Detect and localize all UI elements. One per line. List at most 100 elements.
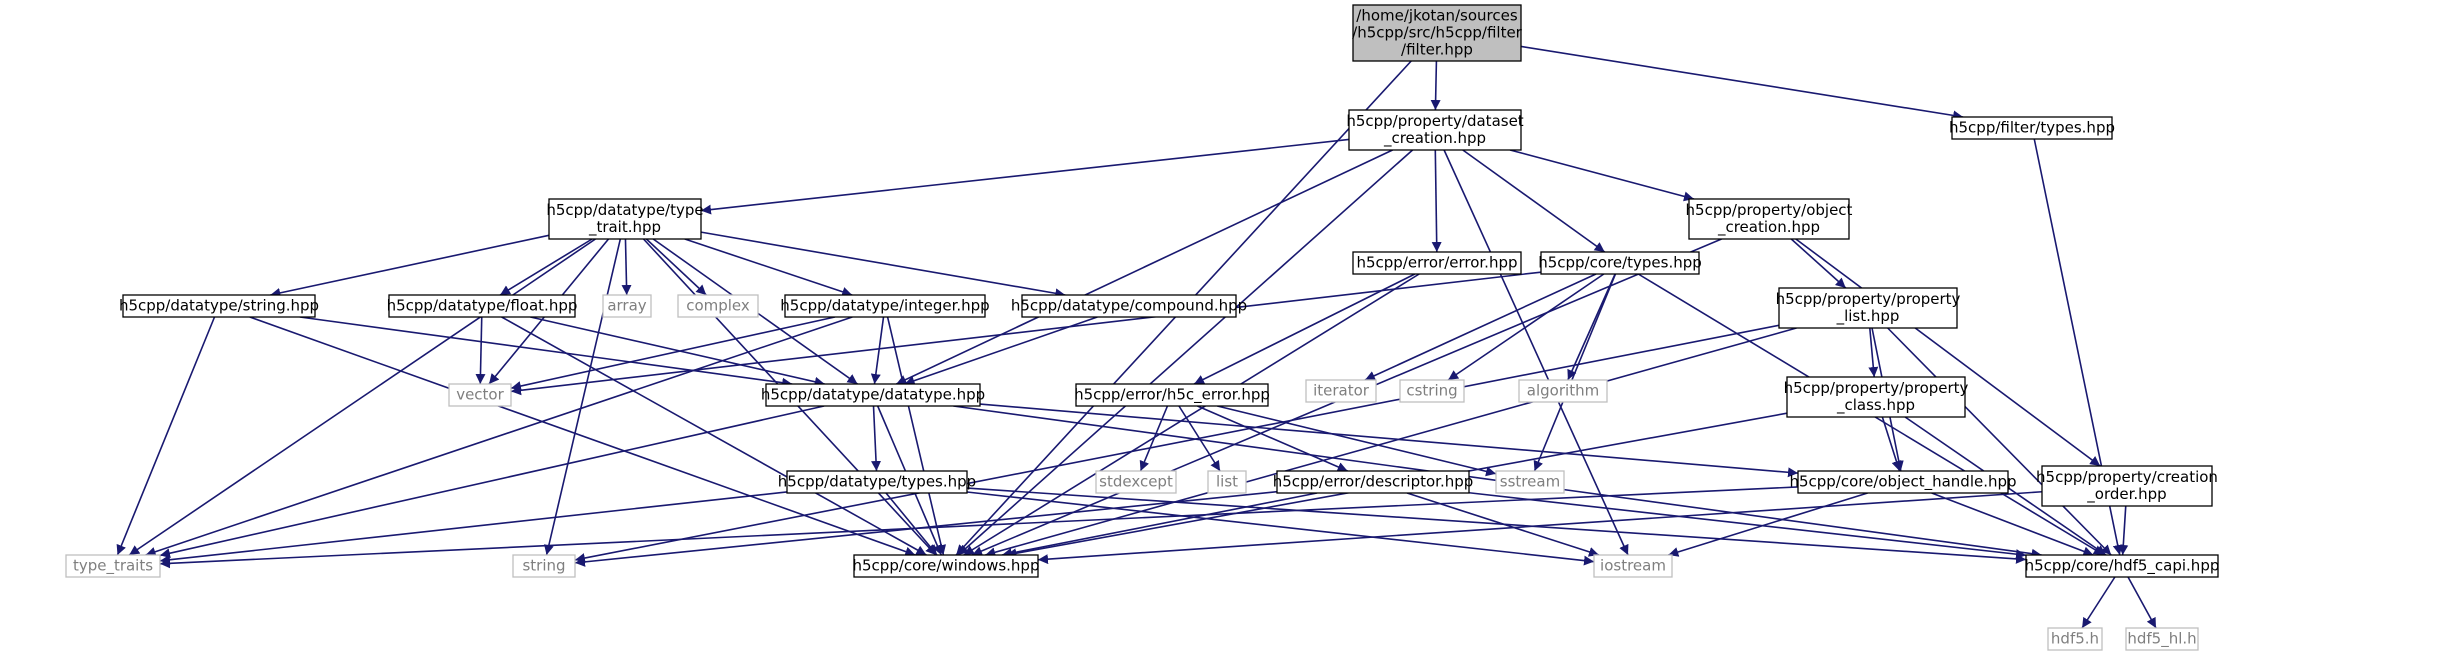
- node-box: [1786, 376, 1966, 418]
- node-dt-float[interactable]: h5cpp/datatype/float.hpp: [387, 294, 578, 318]
- node-root[interactable]: /home/jkotan/sources/h5cpp/src/h5cpp/fil…: [1352, 4, 1523, 62]
- edge-dataset_creation-to-dt_datatype: [895, 149, 1393, 385]
- edge-object_creation-to-property_list: [1790, 238, 1847, 289]
- node-label: h5cpp/error/descriptor.hpp: [1273, 473, 1474, 491]
- node-label: _creation.hpp: [1383, 129, 1486, 148]
- node-descriptor[interactable]: h5cpp/error/descriptor.hpp: [1273, 470, 1474, 494]
- node-label: h5cpp/core/hdf5_capi.hpp: [2025, 557, 2220, 576]
- edge-object_handle-to-hdf5_capi: [1931, 492, 2094, 557]
- node-creation-order[interactable]: h5cpp/property/creation_order.hpp: [2036, 465, 2218, 507]
- edge-root-to-dataset_creation: [1430, 60, 1441, 111]
- edge-dataset_creation-to-windows: [957, 149, 1414, 556]
- node-label: /home/jkotan/sources: [1356, 7, 1518, 25]
- node-label: /h5cpp/src/h5cpp/filter: [1352, 24, 1523, 42]
- edge-error_error-to-h5c_error: [1193, 273, 1416, 385]
- edge-hdf5_capi-to-hdf5_hl_h: [2127, 576, 2157, 629]
- edge-dt_float-to-vector: [475, 316, 486, 385]
- edge-creation_order-to-hdf5_capi: [2118, 505, 2129, 556]
- node-label: h5cpp/datatype/type: [546, 201, 703, 219]
- edge-hdf5_capi-to-hdf5_h: [2081, 576, 2116, 629]
- edge-dt_string-to-type_traits: [116, 316, 216, 556]
- node-box: [677, 294, 759, 318]
- edge-type_trait-to-array: [621, 238, 632, 296]
- edge-dt_types-to-iostream: [966, 491, 1595, 566]
- edge-dt_float-to-dt_datatype: [530, 316, 825, 387]
- node-windows[interactable]: h5cpp/core/windows.hpp: [853, 554, 1040, 578]
- edge-root-to-filter_types: [1520, 45, 1964, 121]
- node-h5c-error[interactable]: h5cpp/error/h5c_error.hpp: [1074, 383, 1270, 407]
- nodes-layer: /home/jkotan/sources/h5cpp/src/h5cpp/fil…: [65, 4, 2220, 651]
- node-box: [122, 294, 316, 318]
- node-label: _order.hpp: [2086, 485, 2166, 504]
- node-filter-types[interactable]: h5cpp/filter/types.hpp: [1949, 116, 2115, 140]
- node-object-creation[interactable]: h5cpp/property/object_creation.hpp: [1686, 198, 1853, 240]
- node-box: [1778, 287, 1958, 329]
- node-dt-integer[interactable]: h5cpp/datatype/integer.hpp: [780, 294, 990, 318]
- node-label: h5cpp/error/error.hpp: [1356, 254, 1517, 272]
- edge-dt_datatype-to-dt_types: [871, 405, 882, 472]
- edge-core_types-to-algorithm: [1567, 273, 1616, 381]
- edge-h5c_error-to-stdexcept: [1139, 405, 1169, 472]
- node-dataset-creation[interactable]: h5cpp/property/dataset_creation.hpp: [1346, 109, 1524, 151]
- node-box: [1095, 470, 1177, 494]
- node-box: [1348, 109, 1522, 151]
- edge-type_trait-to-dt_float: [499, 238, 593, 296]
- edge-dt_compound-to-dt_datatype: [904, 316, 1098, 386]
- node-label: complex: [686, 297, 750, 315]
- node-label: _class.hpp: [1836, 396, 1915, 415]
- edge-descriptor-to-windows: [1001, 492, 1318, 558]
- node-dt-types[interactable]: h5cpp/datatype/types.hpp: [778, 470, 976, 494]
- node-box: [548, 198, 702, 240]
- node-box: [1593, 554, 1673, 578]
- node-label: algorithm: [1527, 382, 1599, 400]
- node-box: [765, 383, 981, 407]
- edge-type_trait-to-string: [543, 238, 622, 556]
- node-label: h5cpp/property/object: [1686, 201, 1853, 219]
- edge-type_trait-to-dt_string: [270, 234, 550, 298]
- node-property-class[interactable]: h5cpp/property/property_class.hpp: [1784, 376, 1969, 418]
- node-label: /filter.hpp: [1401, 41, 1473, 59]
- node-label: sstream: [1500, 473, 1560, 491]
- node-box: [853, 554, 1039, 578]
- node-box: [1540, 251, 1700, 275]
- node-property-list[interactable]: h5cpp/property/property_list.hpp: [1776, 287, 1961, 329]
- edge-creation_order-to-windows: [1037, 490, 2043, 565]
- node-box: [1021, 294, 1237, 318]
- node-dt-compound[interactable]: h5cpp/datatype/compound.hpp: [1011, 294, 1247, 318]
- node-complex: complex: [677, 294, 759, 318]
- node-label: h5cpp/datatype/datatype.hpp: [761, 386, 985, 404]
- node-label: array: [607, 297, 646, 315]
- node-label: string: [522, 557, 565, 575]
- node-box: [1352, 251, 1522, 275]
- node-dt-datatype[interactable]: h5cpp/datatype/datatype.hpp: [761, 383, 985, 407]
- node-label: cstring: [1406, 382, 1457, 400]
- node-core-types[interactable]: h5cpp/core/types.hpp: [1538, 251, 1702, 275]
- node-box: [65, 554, 161, 578]
- node-hdf5-capi[interactable]: h5cpp/core/hdf5_capi.hpp: [2025, 554, 2220, 578]
- node-error-error[interactable]: h5cpp/error/error.hpp: [1352, 251, 1522, 275]
- edges-layer: [116, 45, 2157, 629]
- node-box: [1305, 379, 1377, 403]
- edge-type_trait-to-complex: [645, 238, 707, 296]
- node-box: [1951, 116, 2113, 140]
- node-cstring: cstring: [1399, 379, 1465, 403]
- edge-dt_types-to-hdf5_capi: [966, 487, 2027, 564]
- node-dt-string[interactable]: h5cpp/datatype/string.hpp: [119, 294, 319, 318]
- node-label: h5cpp/datatype/types.hpp: [778, 473, 976, 491]
- node-box: [1495, 470, 1565, 494]
- edge-property_class-to-object_handle: [1881, 416, 1902, 472]
- edge-core_types-to-vector: [510, 271, 1542, 396]
- node-label: _trait.hpp: [588, 218, 661, 237]
- edge-dataset_creation-to-core_types: [1462, 149, 1606, 253]
- node-type-trait[interactable]: h5cpp/datatype/type_trait.hpp: [546, 198, 704, 240]
- node-object-handle[interactable]: h5cpp/core/object_handle.hpp: [1789, 470, 2017, 494]
- node-box: [786, 470, 968, 494]
- edge-dt_string-to-windows: [249, 316, 916, 557]
- edge-type_trait-to-type_traits: [128, 238, 596, 556]
- node-iostream: iostream: [1593, 554, 1673, 578]
- node-label: h5cpp/datatype/float.hpp: [387, 297, 578, 315]
- node-box: [2025, 554, 2219, 578]
- node-box: [1797, 470, 2009, 494]
- edge-dt_float-to-windows: [501, 316, 927, 556]
